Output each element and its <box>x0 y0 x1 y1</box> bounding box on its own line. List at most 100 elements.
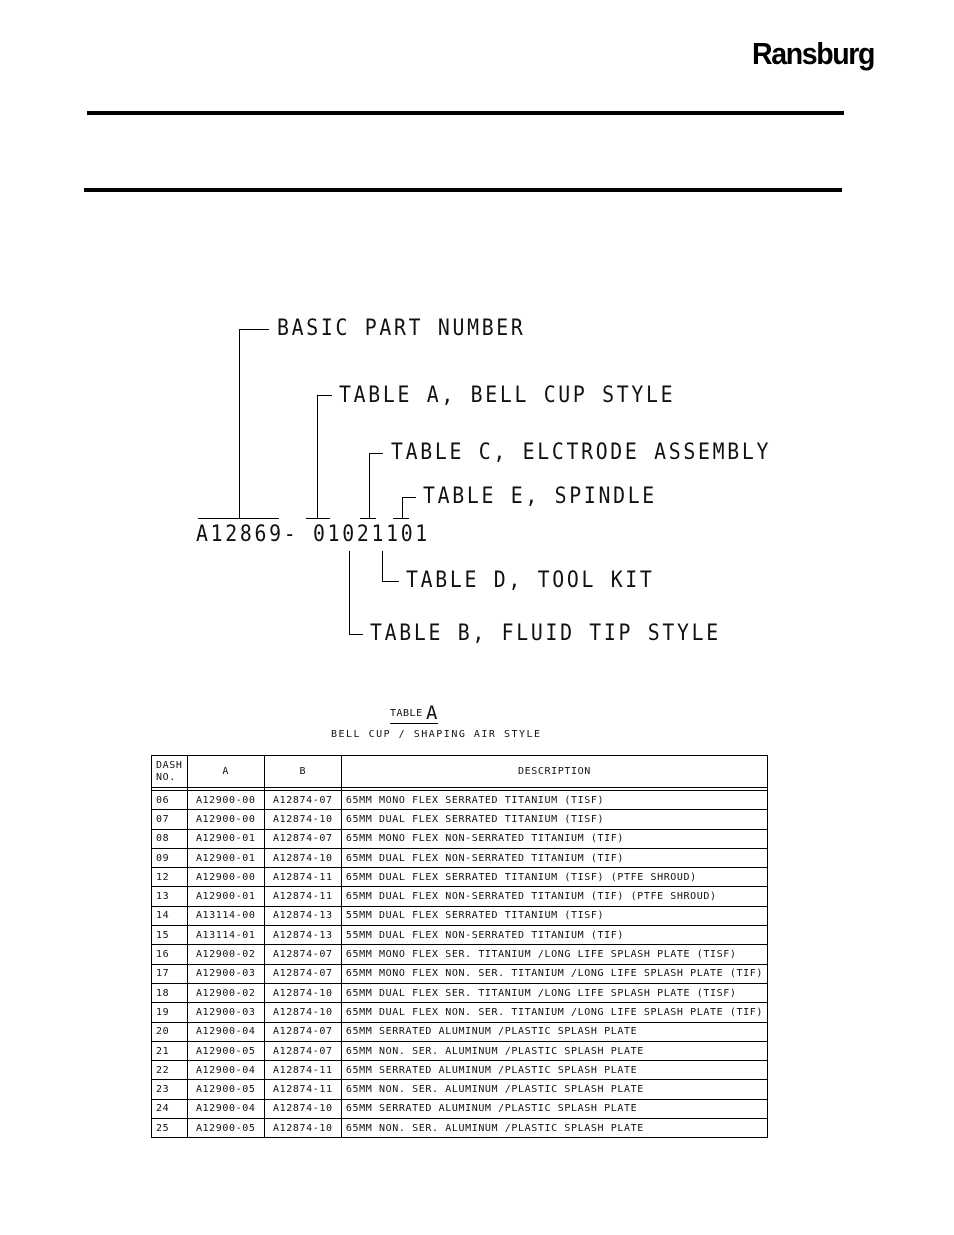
brand-logo: Ransburg <box>752 36 875 71</box>
cell-description: 65MM NON. SER. ALUMINUM /PLASTIC SPLASH … <box>340 1079 769 1100</box>
basic-underline <box>198 518 279 519</box>
cell-b: A12874-10 <box>263 982 342 1004</box>
cell-dash-no: 19 <box>151 1002 188 1023</box>
label-basic-part-number: BASIC PART NUMBER <box>277 316 526 341</box>
cell-b: A12874-11 <box>263 1079 342 1100</box>
header-dash-no: DASH NO. <box>151 755 188 788</box>
cell-description: 65MM DUAL FLEX SER. TITANIUM /LONG LIFE … <box>340 982 769 1004</box>
cell-dash-no: 09 <box>151 847 188 869</box>
label-table-b: TABLE B, FLUID TIP STYLE <box>370 621 721 646</box>
cell-b: A12874-10 <box>263 847 342 869</box>
label-table-d: TABLE D, TOOL KIT <box>406 568 655 593</box>
cell-b: A12874-07 <box>263 963 342 984</box>
cell-b: A12874-11 <box>263 1060 342 1081</box>
cell-dash-no: 20 <box>151 1021 188 1042</box>
cell-a: A12900-00 <box>186 809 265 830</box>
cell-b: A12874-11 <box>263 886 342 907</box>
cell-description: 65MM SERRATED ALUMINUM /PLASTIC SPLASH P… <box>340 1098 769 1120</box>
basic-leader-vertical <box>239 329 240 518</box>
cell-b: A12874-07 <box>263 944 342 965</box>
cell-b: A12874-13 <box>263 905 342 927</box>
table-e-leader-horizontal <box>402 497 416 498</box>
cell-description: 55MM DUAL FLEX SERRATED TITANIUM (TISF) <box>340 905 769 927</box>
cell-description: 65MM MONO FLEX SER. TITANIUM /LONG LIFE … <box>340 944 769 965</box>
cell-dash-no: 17 <box>151 963 188 984</box>
table-caption-letter: A <box>426 702 438 724</box>
basic-leader-horizontal <box>239 329 269 330</box>
cell-b: A12874-07 <box>263 789 342 811</box>
cell-description: 65MM DUAL FLEX SERRATED TITANIUM (TISF) … <box>340 867 769 888</box>
cell-dash-no: 24 <box>151 1098 188 1120</box>
cell-description: 65MM DUAL FLEX NON. SER. TITANIUM /LONG … <box>340 1002 769 1023</box>
second-divider <box>84 188 842 192</box>
cell-description: 65MM MONO FLEX NON-SERRATED TITANIUM (TI… <box>340 828 769 849</box>
table-caption-underline <box>390 723 438 724</box>
table-a-leader-vertical <box>317 395 318 518</box>
cell-description: 55MM DUAL FLEX NON-SERRATED TITANIUM (TI… <box>340 925 769 946</box>
header-b: B <box>263 755 342 788</box>
table-a-underline <box>306 518 330 519</box>
table-header-row: DASH NO. A B DESCRIPTION <box>151 755 769 788</box>
part-number: A12869- 01021101 <box>196 522 430 547</box>
cell-a: A12900-05 <box>186 1040 265 1062</box>
table-e-leader-vertical <box>402 497 403 518</box>
cell-b: A12874-13 <box>263 925 342 946</box>
table-e-underline <box>393 518 409 519</box>
cell-a: A12900-01 <box>186 886 265 907</box>
cell-description: 65MM MONO FLEX SERRATED TITANIUM (TISF) <box>340 789 769 811</box>
cell-description: 65MM SERRATED ALUMINUM /PLASTIC SPLASH P… <box>340 1021 769 1042</box>
table-c-leader-vertical <box>369 453 370 518</box>
header-description: DESCRIPTION <box>340 755 769 788</box>
cell-a: A12900-01 <box>186 828 265 849</box>
cell-description: 65MM MONO FLEX NON. SER. TITANIUM /LONG … <box>340 963 769 984</box>
cell-a: A12900-05 <box>186 1079 265 1100</box>
cell-a: A12900-02 <box>186 944 265 965</box>
cell-description: 65MM DUAL FLEX SERRATED TITANIUM (TISF) <box>340 809 769 830</box>
cell-dash-no: 13 <box>151 886 188 907</box>
cell-dash-no: 16 <box>151 944 188 965</box>
table-b-leader-vertical <box>349 551 350 634</box>
cell-a: A12900-03 <box>186 963 265 984</box>
cell-dash-no: 23 <box>151 1079 188 1100</box>
cell-b: A12874-07 <box>263 1021 342 1042</box>
cell-a: A13114-01 <box>186 925 265 946</box>
cell-a: A12900-05 <box>186 1118 265 1139</box>
cell-b: A12874-10 <box>263 1098 342 1120</box>
label-table-c: TABLE C, ELCTRODE ASSEMBLY <box>391 440 772 465</box>
cell-b: A12874-10 <box>263 809 342 830</box>
cell-a: A12900-00 <box>186 867 265 888</box>
header-gap <box>151 787 769 791</box>
cell-dash-no: 21 <box>151 1040 188 1062</box>
cell-a: A13114-00 <box>186 905 265 927</box>
cell-a: A12900-03 <box>186 1002 265 1023</box>
table-subtitle: BELL CUP / SHAPING AIR STYLE <box>331 729 542 740</box>
cell-dash-no: 06 <box>151 789 188 811</box>
cell-description: 65MM DUAL FLEX NON-SERRATED TITANIUM (TI… <box>340 886 769 907</box>
cell-dash-no: 22 <box>151 1060 188 1081</box>
label-table-e: TABLE E, SPINDLE <box>423 484 657 509</box>
cell-description: 65MM SERRATED ALUMINUM /PLASTIC SPLASH P… <box>340 1060 769 1081</box>
cell-dash-no: 07 <box>151 809 188 830</box>
header-a: A <box>186 755 265 788</box>
cell-description: 65MM NON. SER. ALUMINUM /PLASTIC SPLASH … <box>340 1118 769 1139</box>
cell-a: A12900-00 <box>186 789 265 811</box>
table-c-leader-horizontal <box>369 453 383 454</box>
cell-b: A12874-10 <box>263 1118 342 1139</box>
cell-a: A12900-04 <box>186 1021 265 1042</box>
cell-description: 65MM DUAL FLEX NON-SERRATED TITANIUM (TI… <box>340 847 769 869</box>
